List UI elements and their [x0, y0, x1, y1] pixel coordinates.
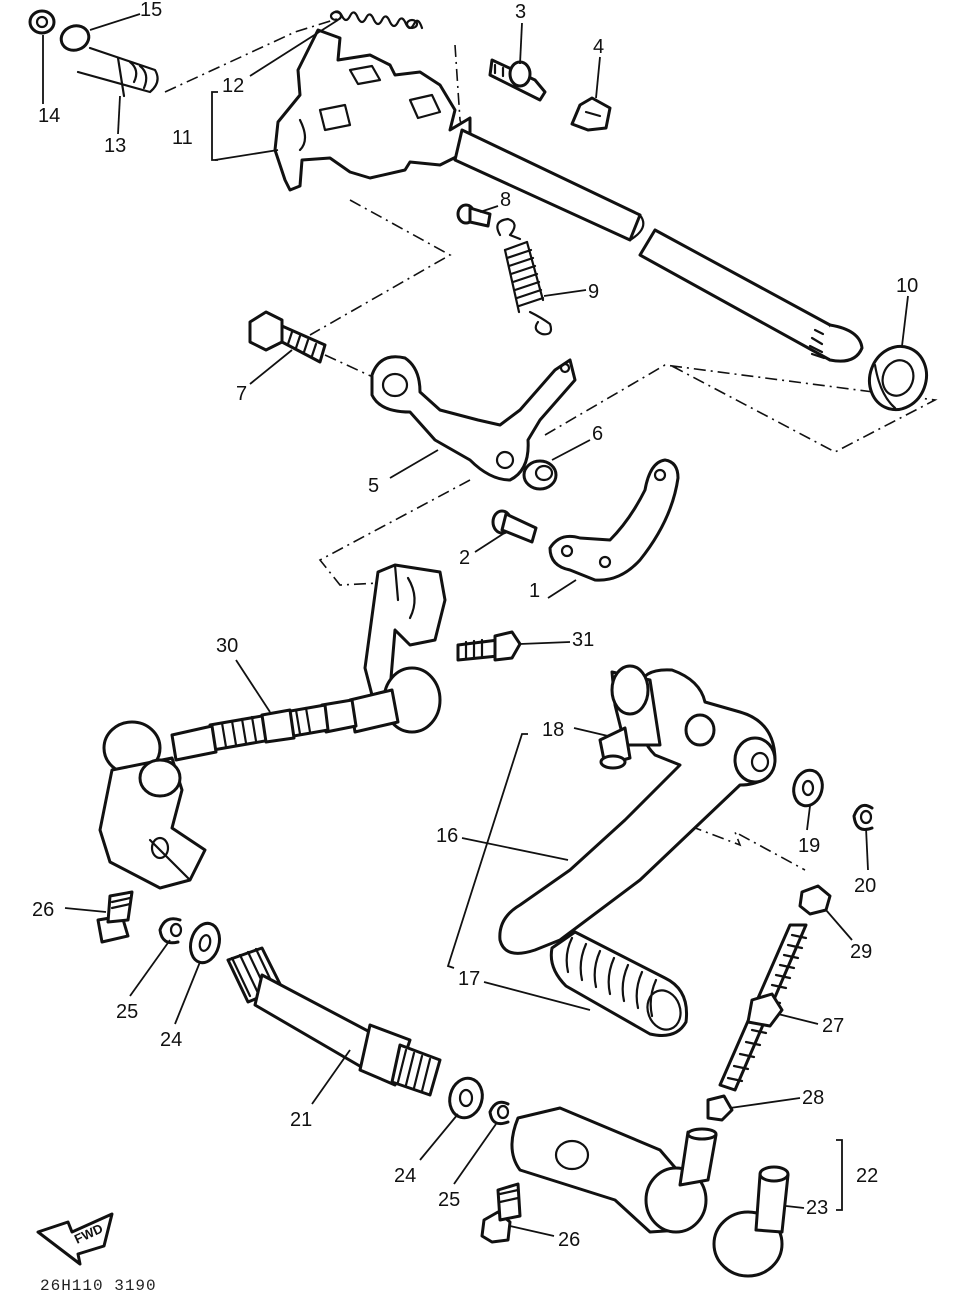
clip-4	[570, 96, 612, 132]
callout-25-lower: 25	[438, 1189, 460, 1211]
callout-31: 31	[572, 629, 594, 651]
callout-11: 11	[172, 127, 193, 149]
torsion-spring-13	[76, 46, 159, 98]
shift-lever-5	[370, 355, 577, 482]
rod-end-23	[712, 1165, 790, 1278]
bolt-31	[456, 630, 522, 662]
shift-shaft-11	[273, 28, 864, 363]
bolt-8	[456, 203, 492, 228]
circlip-25-lower	[488, 1100, 510, 1126]
callout-30: 30	[216, 635, 238, 657]
callout-13: 13	[104, 135, 126, 157]
circlip-14	[28, 9, 56, 35]
callout-3: 3	[515, 1, 526, 23]
circlip-25-upper	[158, 917, 183, 945]
callout-24-lower: 24	[394, 1165, 416, 1187]
footer-code: 26H110 3190	[40, 1277, 157, 1295]
callout-6: 6	[592, 423, 603, 445]
washer-24-lower	[448, 1076, 484, 1120]
fwd-arrow-icon: FWD	[36, 1212, 114, 1266]
washer-19	[792, 768, 824, 808]
callout-20: 20	[854, 875, 876, 897]
bolt-7	[248, 310, 327, 364]
bolt-2	[491, 509, 538, 544]
bracket-1	[548, 458, 680, 582]
rubber-17	[549, 930, 689, 1037]
callout-8: 8	[500, 189, 511, 211]
bolt-3	[488, 58, 547, 102]
tie-rod-30	[98, 563, 447, 890]
spring-12	[329, 10, 424, 30]
washer-24-upper	[189, 921, 221, 965]
callout-24-upper: 24	[160, 1029, 182, 1051]
leader-lines	[42, 13, 909, 1237]
callout-21: 21	[290, 1109, 312, 1131]
callout-22: 22	[856, 1165, 878, 1187]
washer-15	[59, 24, 91, 52]
callout-1: 1	[529, 580, 540, 602]
bracket-11	[211, 91, 218, 161]
callout-16: 16	[436, 825, 458, 847]
callout-17: 17	[458, 968, 480, 990]
callout-26-lower: 26	[558, 1229, 580, 1251]
nut-29	[798, 884, 832, 916]
circlip-20	[852, 803, 874, 831]
callout-15: 15	[140, 0, 162, 21]
shaft-21	[226, 946, 442, 1097]
callout-5: 5	[368, 475, 379, 497]
bolt-26-lower	[480, 1182, 522, 1244]
bracket-16-17	[446, 733, 528, 969]
callout-numbers: 1 2 3 4 5 6 7 8 9 10 11 12 13 14 15 16 1…	[32, 0, 918, 1251]
callout-27: 27	[822, 1015, 844, 1037]
nut-28	[706, 1094, 734, 1122]
callout-12: 12	[222, 75, 244, 97]
callout-29: 29	[850, 941, 872, 963]
bolt-26-upper	[96, 890, 134, 944]
callout-4: 4	[593, 36, 604, 58]
shift-arm-22	[510, 1106, 718, 1234]
callout-2: 2	[459, 547, 470, 569]
callout-7: 7	[236, 383, 247, 405]
bracket-22	[836, 1139, 843, 1211]
callout-25-upper: 25	[116, 1001, 138, 1023]
bearing-10	[868, 344, 928, 412]
boss-18	[598, 726, 632, 770]
callout-26-upper: 26	[32, 899, 54, 921]
callout-23: 23	[806, 1197, 828, 1219]
shift-pedal-16	[498, 664, 777, 955]
callout-18: 18	[542, 719, 564, 741]
callout-10: 10	[896, 275, 918, 297]
spring-9	[496, 217, 553, 336]
collar-6	[522, 459, 558, 491]
adjust-rod-27	[718, 923, 808, 1092]
callout-14: 14	[38, 105, 60, 127]
callout-9: 9	[588, 281, 599, 303]
callout-19: 19	[798, 835, 820, 857]
callout-28: 28	[802, 1087, 824, 1109]
